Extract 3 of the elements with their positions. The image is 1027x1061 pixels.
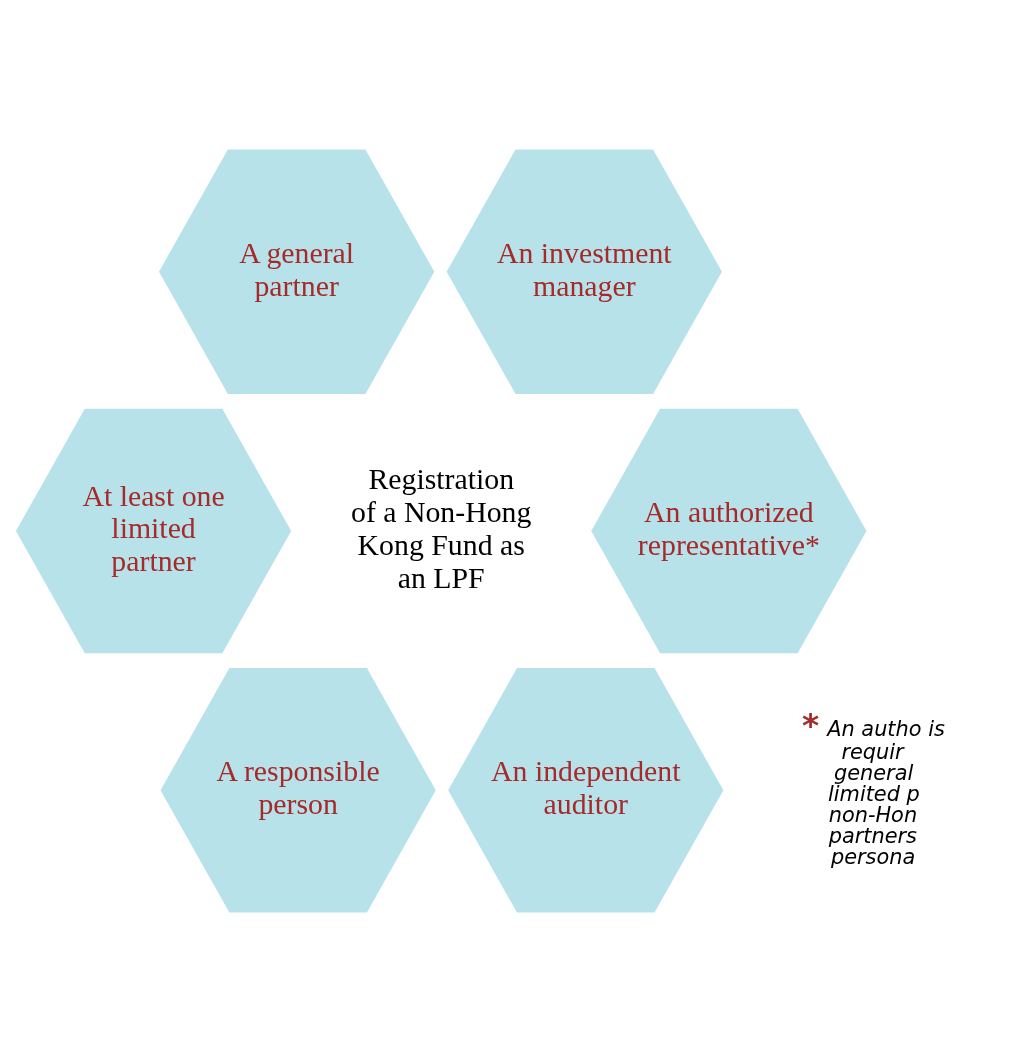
label: * bbox=[801, 705, 820, 744]
label: An autho is requir general limited p non-Hon partners persona bbox=[827, 716, 945, 869]
node-text: Registration of a Non-Hong Kong Fund as an LPF bbox=[351, 461, 532, 594]
